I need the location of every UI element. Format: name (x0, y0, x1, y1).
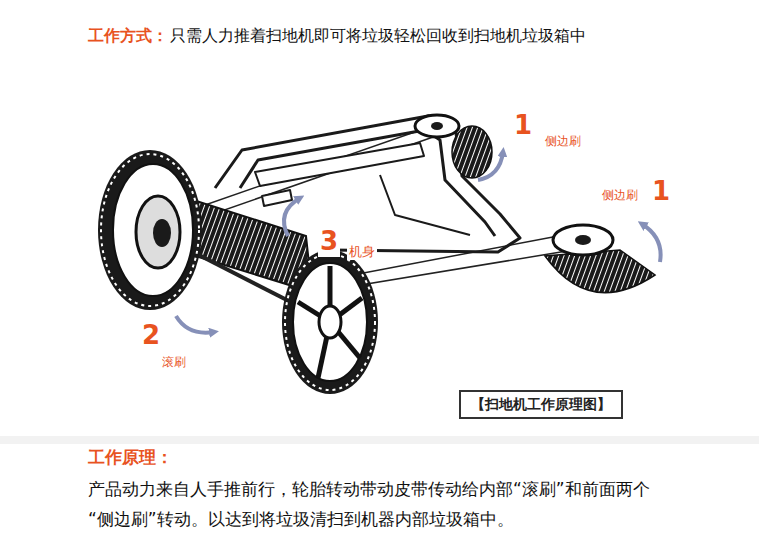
caption-box: 【扫地机工作原理图】 (459, 390, 623, 419)
callout-number: 1 (650, 176, 672, 207)
rotation-arrow (176, 152, 661, 333)
side-brush (545, 225, 655, 293)
callout-number: 3 (318, 226, 340, 257)
body-text: 产品动力来自人手推前行，轮胎转动带动皮带传动给内部“滚刷”和前面两个“侧边刷”转… (88, 474, 663, 534)
side-brush (415, 115, 492, 178)
part-name: 滚刷 (160, 355, 188, 369)
left-wheel (98, 150, 202, 310)
callout-number: 1 (512, 110, 534, 141)
section-heading: 工作原理： (88, 447, 173, 467)
section-heading: 工作方式： (88, 26, 168, 45)
part-name: 侧边刷 (543, 134, 583, 148)
caption-text: 【扫地机工作原理图】 (471, 396, 611, 413)
part-name: 侧边刷 (600, 188, 640, 202)
intro-text: 只需人力推着扫地机即可将垃圾轻松回收到扫地机垃圾箱中 (170, 26, 586, 45)
part-name: 机身 (347, 244, 377, 260)
callout-number: 2 (140, 320, 162, 351)
separator-band (0, 436, 759, 444)
right-wheel (282, 250, 378, 394)
